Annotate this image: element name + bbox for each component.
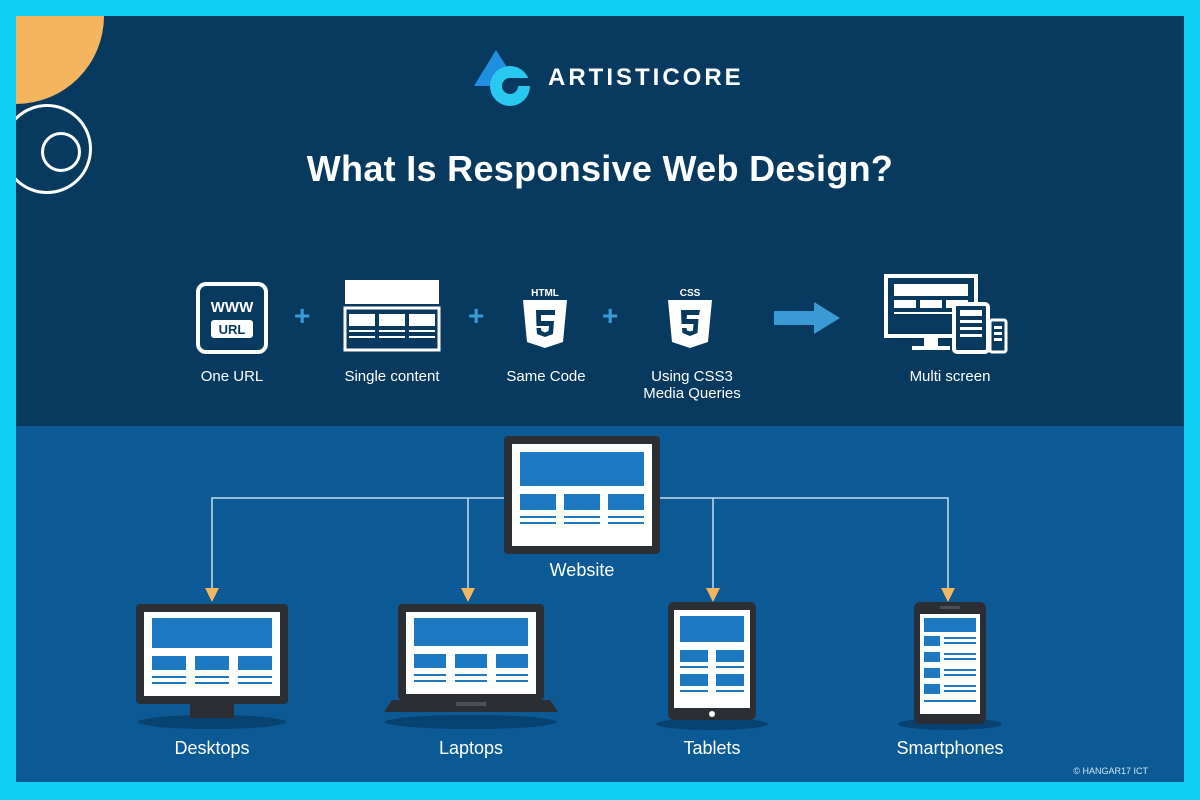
infographic: ARTISTICORE What Is Responsive Web Desig… <box>16 16 1184 782</box>
step-label-same-code: Same Code <box>506 368 586 385</box>
html5-icon: HTML <box>523 288 567 348</box>
device-label-desktops: Desktops <box>174 738 250 758</box>
step-label-line-2: Media Queries <box>643 385 741 402</box>
url-icon-www-text: WWW <box>211 299 254 316</box>
plus-sign: + <box>468 300 485 331</box>
corner-inner-ring-decoration <box>41 132 81 172</box>
url-icon: WWW URL <box>196 282 268 354</box>
connector-lines <box>205 497 955 602</box>
step-label-one-url: One URL <box>200 368 264 385</box>
layout-icon <box>343 280 441 352</box>
top-section <box>16 16 1184 426</box>
multi-screen-icon <box>884 274 1008 354</box>
step-label-single-content: Single content <box>344 368 440 385</box>
copyright-credit: © HANGAR17 ICT <box>1073 766 1148 776</box>
arrow-right-icon <box>774 302 840 334</box>
smartphone-icon <box>898 602 1002 730</box>
html5-icon-text: HTML <box>531 288 559 299</box>
plus-sign: + <box>602 300 619 331</box>
device-label-smartphones: Smartphones <box>896 738 1004 758</box>
artisticore-logo-icon <box>474 50 532 106</box>
device-label-laptops: Laptops <box>438 738 504 758</box>
brand-name: ARTISTICORE <box>548 64 744 91</box>
step-label-css3-media-queries: Using CSS3 Media Queries <box>612 368 772 402</box>
page-title: What Is Responsive Web Design? <box>306 148 894 189</box>
laptop-icon <box>384 604 558 729</box>
tablet-icon <box>656 602 768 730</box>
plus-sign: + <box>294 300 311 331</box>
corner-ring-decoration <box>16 104 92 194</box>
css3-icon: CSS <box>668 288 712 348</box>
brand-logo: ARTISTICORE <box>470 44 744 112</box>
url-icon-url-text: URL <box>219 322 246 337</box>
desktop-icon <box>136 604 288 729</box>
website-label: Website <box>549 560 615 580</box>
device-label-tablets: Tablets <box>683 738 741 758</box>
step-label-line-1: Using CSS3 <box>651 368 733 385</box>
step-label-multi-screen: Multi screen <box>909 368 991 385</box>
website-icon <box>504 436 660 554</box>
css3-icon-text: CSS <box>680 288 701 299</box>
